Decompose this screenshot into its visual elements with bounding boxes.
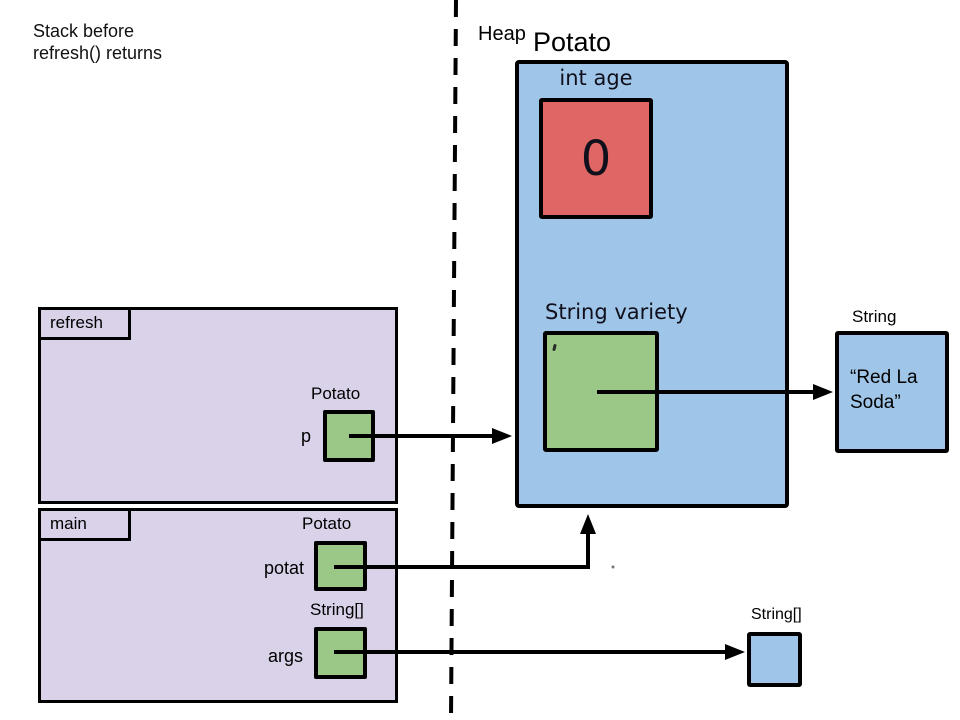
variety-field-label: String variety [545, 300, 688, 324]
string-value: “Red La Soda” [839, 335, 945, 415]
caption-line2: refresh() returns [33, 43, 163, 63]
heap-label: Heap [478, 23, 526, 45]
stack-heap-divider [449, 0, 458, 720]
p-type-label: Potato [311, 384, 361, 403]
frame-main-name: main [50, 514, 87, 533]
string-value-line2: Soda” [850, 392, 901, 413]
string-array-object [747, 632, 802, 687]
stack-frame-main-tab: main [38, 508, 131, 541]
potat-name-label: potat [264, 558, 305, 578]
caption-line1: Stack before [33, 21, 135, 41]
string-array-object-title: String[] [751, 606, 802, 623]
string-object: “Red La Soda” [835, 331, 949, 453]
age-field-label: int age [559, 66, 633, 90]
diagram-caption: Stack before refresh() returns [33, 20, 162, 64]
args-name-label: args [268, 646, 304, 666]
args-reference-box [314, 627, 367, 679]
p-reference-box [323, 410, 375, 462]
p-name-label: p [301, 426, 312, 446]
age-value: 0 [580, 130, 612, 187]
string-object-title: String [852, 307, 897, 326]
stack-frame-refresh-tab: refresh [38, 307, 131, 340]
age-value-box: 0 [539, 98, 653, 219]
potat-type-label: Potato [302, 514, 352, 533]
string-value-line1: “Red La [850, 367, 918, 388]
args-type-label: String[] [310, 600, 364, 619]
frame-refresh-name: refresh [50, 313, 103, 332]
heap-potato-title: Potato [533, 27, 612, 57]
variety-reference-box [543, 331, 659, 452]
stray-mark [552, 343, 557, 352]
stray-dot [611, 565, 615, 569]
potat-reference-box [314, 541, 367, 591]
